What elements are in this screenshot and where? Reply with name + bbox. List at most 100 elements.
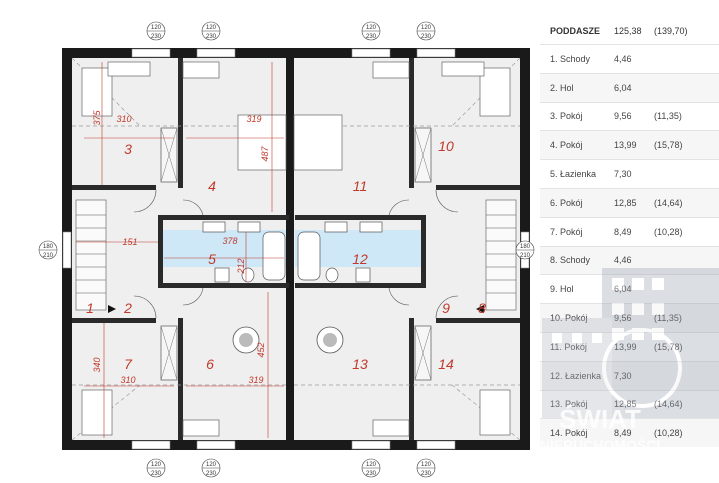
room-13: 13 bbox=[352, 356, 368, 372]
legend-room-area-alt: (14,64) bbox=[654, 197, 683, 208]
svg-text:230: 230 bbox=[151, 34, 162, 40]
legend-row: 9. Hol 6,04 bbox=[540, 274, 719, 304]
beds bbox=[81, 67, 511, 436]
window-markers-side: 180 210 180 210 bbox=[38, 240, 535, 260]
legend-room-area: 12,85 bbox=[614, 399, 637, 410]
legend-row: 13. Pokój 12,85 (14,64) bbox=[540, 389, 719, 419]
svg-text:120: 120 bbox=[151, 462, 162, 468]
svg-text:120: 120 bbox=[206, 462, 217, 468]
floor-plan: 375 310 319 487 151 378 212 340 310 319 … bbox=[38, 21, 535, 478]
legend-room-area: 6,04 bbox=[614, 82, 632, 93]
legend-row: 11. Pokój 13,99 (15,78) bbox=[540, 331, 719, 361]
svg-text:210: 210 bbox=[43, 253, 54, 259]
legend-room-area: 13,99 bbox=[614, 341, 637, 352]
legend-room-area-alt: (15,78) bbox=[654, 140, 683, 151]
svg-text:230: 230 bbox=[206, 471, 217, 477]
legend-room-area-alt: (11,35) bbox=[654, 111, 682, 122]
svg-text:230: 230 bbox=[421, 471, 432, 477]
legend-room-name: 5. Łazienka bbox=[550, 169, 597, 180]
legend-row: 14. Pokój 8,49 (10,28) bbox=[540, 418, 719, 448]
svg-text:180: 180 bbox=[520, 244, 531, 250]
legend-room-name: 14. Pokój bbox=[550, 428, 588, 439]
legend-total: 125,38 bbox=[614, 26, 642, 36]
legend-room-name: 13. Pokój bbox=[550, 399, 588, 410]
room-4: 4 bbox=[208, 178, 216, 194]
legend-room-area-alt: (10,28) bbox=[654, 428, 683, 439]
legend-room-area: 4,46 bbox=[614, 53, 632, 64]
legend-room-name: 2. Hol bbox=[550, 82, 574, 93]
legend-room-name: 11. Pokój bbox=[550, 341, 587, 352]
bath-fixtures bbox=[202, 221, 383, 283]
dim-310-top: 310 bbox=[116, 114, 131, 124]
dim-452: 452 bbox=[256, 342, 266, 357]
legend-room-name: 10. Pokój bbox=[550, 313, 588, 324]
dim-375: 375 bbox=[92, 110, 102, 126]
room-14: 14 bbox=[438, 356, 454, 372]
room-8: 8 bbox=[478, 300, 486, 316]
dim-340: 340 bbox=[92, 357, 102, 372]
legend-room-area-alt: (10,28) bbox=[654, 226, 683, 237]
legend-room-area: 13,99 bbox=[614, 140, 637, 151]
dimension-lines bbox=[76, 62, 284, 438]
dim-310-bottom: 310 bbox=[120, 375, 135, 385]
legend-room-area: 4,46 bbox=[614, 255, 632, 266]
svg-text:120: 120 bbox=[206, 25, 217, 31]
room-1: 1 bbox=[86, 300, 94, 316]
stair-arrow-right bbox=[476, 305, 484, 313]
svg-text:120: 120 bbox=[421, 462, 432, 468]
dim-319-top: 319 bbox=[246, 114, 261, 124]
stairs bbox=[75, 199, 517, 311]
desks bbox=[107, 61, 485, 437]
legend-row: 7. Pokój 8,49 (10,28) bbox=[540, 216, 719, 246]
room-2: 2 bbox=[123, 300, 132, 316]
area-legend: PODDASZE 125,38 (139,70) 1. Schody 4,46 2.… bbox=[540, 18, 719, 448]
door-swings bbox=[133, 189, 459, 319]
legend-room-area: 6,04 bbox=[614, 284, 632, 295]
svg-text:210: 210 bbox=[520, 253, 531, 259]
legend-row: 4. Pokój 13,99 (15,78) bbox=[540, 130, 719, 160]
room-numbers: 1 2 3 4 5 6 7 8 9 10 11 12 13 14 bbox=[86, 138, 486, 372]
legend-room-area: 7,30 bbox=[614, 169, 632, 180]
legend-room-name: 7. Pokój bbox=[550, 226, 583, 237]
room-6: 6 bbox=[206, 356, 214, 372]
legend-room-area: 9,56 bbox=[614, 313, 632, 324]
wardrobe-crosses bbox=[160, 127, 432, 381]
svg-text:120: 120 bbox=[366, 25, 377, 31]
legend-room-name: 6. Pokój bbox=[550, 197, 583, 208]
svg-text:230: 230 bbox=[366, 34, 377, 40]
legend-room-area-alt: (14,64) bbox=[654, 399, 683, 410]
stair-arrow-left bbox=[108, 305, 116, 313]
room-12: 12 bbox=[352, 251, 368, 267]
party-wall bbox=[286, 58, 294, 440]
dim-319-bottom: 319 bbox=[248, 375, 263, 385]
svg-text:120: 120 bbox=[151, 25, 162, 31]
legend-row: 10. Pokój 9,56 (11,35) bbox=[540, 303, 719, 332]
legend-title: PODDASZE bbox=[550, 26, 601, 36]
svg-text:230: 230 bbox=[366, 471, 377, 477]
legend-room-area: 8,49 bbox=[614, 226, 632, 237]
dimension-labels: 375 310 319 487 151 378 212 340 310 319 … bbox=[92, 110, 270, 385]
inner-walls bbox=[72, 58, 520, 440]
legend-room-area: 7,30 bbox=[614, 370, 632, 381]
room-10: 10 bbox=[438, 138, 454, 154]
room-3: 3 bbox=[124, 141, 132, 157]
dim-151: 151 bbox=[122, 237, 137, 247]
svg-text:230: 230 bbox=[421, 34, 432, 40]
legend-room-area: 8,49 bbox=[614, 428, 632, 439]
legend-room-area: 12,85 bbox=[614, 197, 637, 208]
legend-header: PODDASZE 125,38 (139,70) bbox=[540, 18, 719, 44]
svg-text:180: 180 bbox=[43, 244, 54, 250]
svg-text:120: 120 bbox=[421, 25, 432, 31]
legend-room-area-alt: (15,78) bbox=[654, 341, 683, 352]
legend-room-area-alt: (11,35) bbox=[654, 313, 682, 324]
legend-room-name: 1. Schody bbox=[550, 53, 591, 64]
legend-room-name: 9. Hol bbox=[550, 284, 574, 295]
chimneys bbox=[232, 326, 344, 354]
legend-room-name: 4. Pokój bbox=[550, 140, 583, 151]
